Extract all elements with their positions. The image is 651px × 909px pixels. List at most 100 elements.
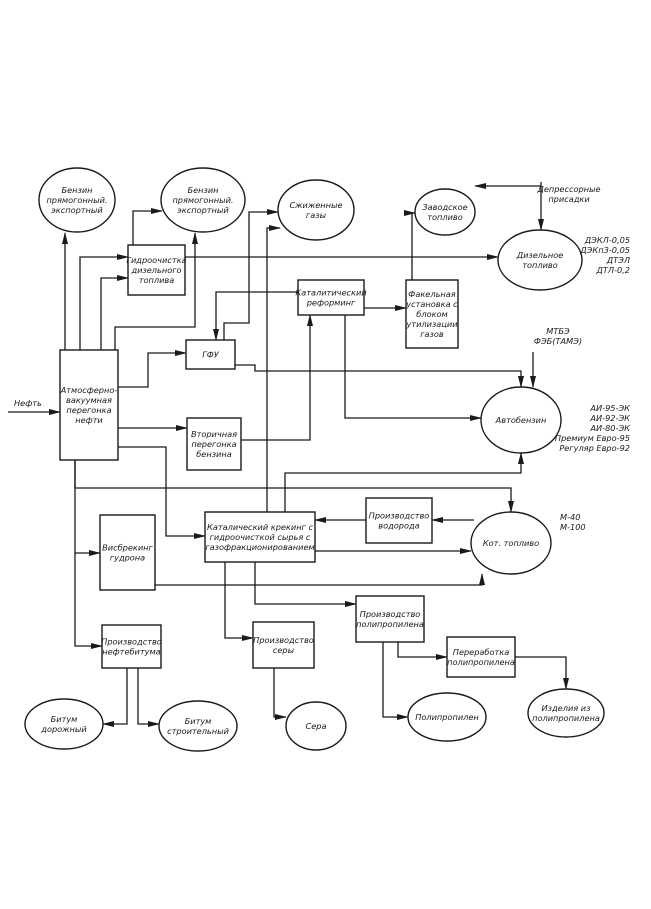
box-shape [101, 624, 162, 669]
node-label-line: Производство [253, 635, 314, 645]
annotation-line: АИ-92-ЭК [589, 413, 631, 423]
node-label-line: дорожный [40, 724, 87, 734]
annotation-line: ДТЛ-0,2 [595, 265, 630, 275]
node-autogas: Автобензин [480, 386, 562, 454]
node-label-line: газы [306, 210, 327, 220]
node-label-line: Сера [306, 721, 327, 731]
annotation-line: АИ-80-ЭК [589, 423, 631, 433]
edge-avt-to-bitprod [74, 553, 103, 649]
node-label-line: Дизельное [516, 250, 564, 260]
node-label-line: дизельного [130, 265, 181, 275]
box-shape [405, 279, 459, 349]
ellipse-shape [285, 701, 347, 751]
annotation-line: ДЭКпЗ-0,05 [579, 245, 630, 255]
edge-reform-to-autogas [344, 315, 482, 421]
annotation-line: МТБЭ [546, 326, 570, 336]
node-label-line: Заводское [422, 202, 467, 212]
node-label-line: экспортный [51, 205, 103, 215]
box-shape [365, 497, 433, 544]
box-shape [446, 636, 516, 678]
edge-gfu-to-autogas [235, 364, 524, 388]
edge-bitprod-to-bitroad [102, 668, 128, 727]
node-label-line: бензина [196, 449, 232, 459]
ellipse-shape [160, 167, 246, 233]
node-boiler: Кот. топливо [470, 511, 552, 575]
edge-cat-to-sulfprod [224, 562, 254, 641]
edge-avt-to-visb [74, 460, 101, 556]
edge-ppprod-to-pp [382, 642, 409, 720]
edge-second-to-reform [241, 314, 313, 441]
node-pp: Полипропилен [407, 692, 487, 742]
node-label-line: газофракционированием [205, 542, 314, 552]
edges-layer [8, 182, 569, 727]
node-label-line: топливо [427, 212, 463, 222]
node-label-line: Факельная [408, 289, 455, 299]
node-label-line: прямогонный. [172, 195, 233, 205]
node-label-line: газов [420, 329, 444, 339]
ellipse-shape [527, 688, 605, 738]
edge-bitprod-to-bitbuild [137, 668, 160, 727]
node-label-line: Битум [185, 716, 212, 726]
node-label-line: серы [273, 645, 295, 655]
annotations-layer: НефтьДепрессорныеприсадкиДЭКЛ-0,05ДЭКпЗ-… [14, 184, 631, 532]
node-label-line: топливо [522, 260, 558, 270]
annotation-boiler_grades: М-40М-100 [560, 512, 586, 532]
ellipse-shape [407, 692, 487, 742]
node-label-line: вакуумная [66, 395, 112, 405]
node-label-line: Переработка [453, 647, 509, 657]
node-label-line: Изделия из [542, 703, 591, 713]
annotation-line: ДТЭЛ [606, 255, 630, 265]
ellipse-shape [470, 511, 552, 575]
edge-reform-to-gfu [213, 291, 298, 341]
edge-pprec-to-ppgoods [515, 656, 569, 690]
box-shape [186, 417, 242, 471]
annotation-line: Премиум Евро-95 [555, 433, 630, 443]
node-label-line: Бензин [187, 185, 219, 195]
node-label-line: блоком [416, 309, 447, 319]
node-sulfur: Сера [285, 701, 347, 751]
edge-avt-to-cat [118, 446, 206, 539]
edge-ppprod-to-pprec [397, 642, 448, 660]
node-label-line: ГФУ [202, 350, 220, 360]
node-label-line: установка с [405, 299, 458, 309]
node-label-line: Каталитический [295, 288, 367, 298]
edge-cat-to-lpg [266, 225, 281, 512]
annotation-line: ФЭБ(ТАМЭ) [534, 336, 582, 346]
node-label-line: прямогонный. [46, 195, 107, 205]
node-label-line: перегонка [66, 405, 111, 415]
node-label-line: Каталический крекинг с [207, 522, 313, 532]
edge-avt-to-gfu [118, 350, 187, 388]
edge-avt-to-hydro [100, 275, 129, 350]
node-label-line: Сжиженные [289, 200, 342, 210]
node-label-line: Вторичная [191, 429, 237, 439]
box-shape [355, 595, 425, 643]
annotation-line: АИ-95-ЭК [589, 403, 631, 413]
edge-flare-to-plantfuel [404, 210, 416, 280]
node-label-line: Кот. топливо [483, 538, 539, 548]
ellipse-shape [24, 698, 104, 750]
node-label-line: топлива [139, 275, 175, 285]
ellipse-shape [497, 229, 583, 291]
node-label-line: Атмосферно- [60, 385, 118, 395]
annotation-line: Регуляр Евро-92 [559, 443, 630, 453]
node-label-line: Производство [360, 609, 421, 619]
node-label-line: экспортный [177, 205, 229, 215]
annotation-line: Нефть [14, 398, 42, 408]
